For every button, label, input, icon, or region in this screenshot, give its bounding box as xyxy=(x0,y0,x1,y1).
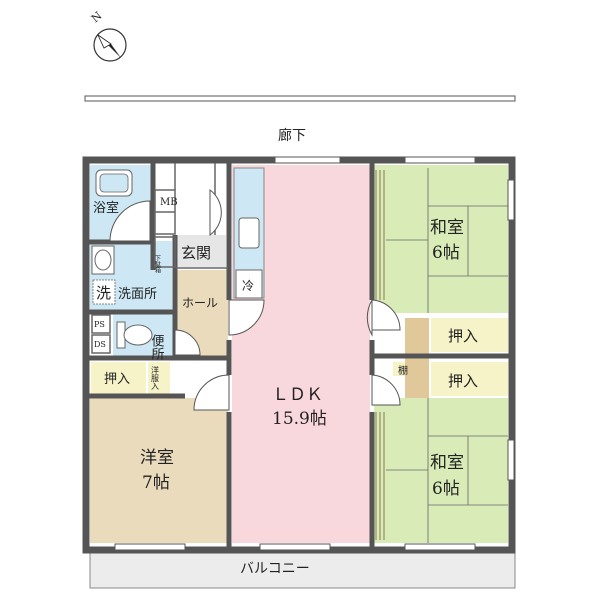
toilet-label: 便所 xyxy=(149,334,165,360)
closet-j1-label: 押入 xyxy=(448,327,478,345)
stove-icon xyxy=(238,217,260,249)
japanese2-size: 6帖 xyxy=(432,479,460,499)
japanese1-size: 6帖 xyxy=(432,243,460,263)
closet-japanese-2 xyxy=(431,362,508,396)
wardrobe xyxy=(148,362,170,394)
western-name: 洋室 xyxy=(140,448,174,468)
entrance-label: 玄関 xyxy=(181,244,211,262)
ldk-name: ＬＤＫ xyxy=(272,385,323,405)
closet-western xyxy=(91,362,146,394)
toilet-icon xyxy=(116,321,153,349)
japanese2-name: 和室 xyxy=(430,453,464,473)
compass-north-label: N xyxy=(89,9,105,25)
closet-japanese-1 xyxy=(431,318,508,352)
washroom-mark-box xyxy=(92,279,116,305)
western-size: 7帖 xyxy=(142,473,170,493)
ps-label: PS xyxy=(94,320,105,329)
ds-label: DS xyxy=(94,340,106,349)
closet-western-label: 押入 xyxy=(104,372,130,387)
sink-icon xyxy=(91,245,115,275)
fridge-space xyxy=(235,269,263,299)
interior-walls xyxy=(88,163,510,547)
bath-label: 浴室 xyxy=(93,200,119,216)
closet-j2-label: 押入 xyxy=(448,372,478,390)
japanese-room-1 xyxy=(374,165,508,313)
japanese1-name: 和室 xyxy=(430,218,464,238)
corridor-label: 廊下 xyxy=(278,127,306,144)
windows xyxy=(114,156,515,551)
ldk-size: 15.9帖 xyxy=(272,409,327,429)
balcony-label: バルコニー xyxy=(240,561,310,577)
tatami-pattern-2 xyxy=(386,398,508,543)
washroom-mark: 洗 xyxy=(96,284,111,302)
compass-icon: N xyxy=(89,9,127,62)
washroom-label: 洗面所 xyxy=(118,287,157,302)
japanese-room-2 xyxy=(374,398,508,543)
wardrobe-label: 洋服入 xyxy=(151,365,160,390)
mb-label: MB xyxy=(160,197,178,208)
mb-text: MB xyxy=(160,197,178,208)
door-swings xyxy=(109,189,401,411)
sliding-door-stripes xyxy=(375,170,385,540)
tatami-pattern-1 xyxy=(386,168,508,313)
corridor-railing xyxy=(84,95,516,102)
shoe-box-label: 下駄箱 xyxy=(154,255,161,274)
balcony xyxy=(89,547,516,589)
shelf-label: 棚 xyxy=(398,364,408,377)
bathtub-icon xyxy=(95,169,133,197)
hall-label: ホール xyxy=(182,296,218,310)
western-room xyxy=(90,398,228,543)
entrance-area xyxy=(176,235,226,267)
fridge-label: 冷 xyxy=(242,279,254,293)
